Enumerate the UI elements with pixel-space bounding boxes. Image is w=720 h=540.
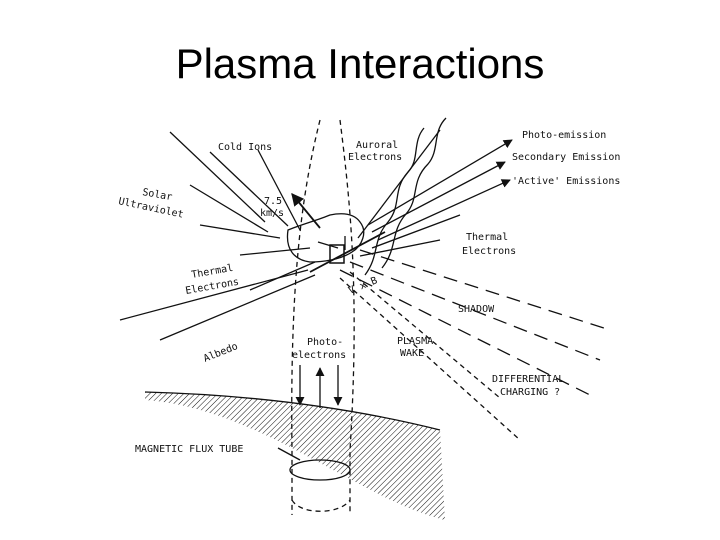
- active-emissions-arrow: [377, 179, 511, 241]
- thermal-left-line-1: [239, 247, 311, 256]
- label-auroral-2: Electrons: [348, 152, 402, 163]
- secondary-emission-arrow: [371, 161, 506, 233]
- thermal-right-line-1: [371, 214, 461, 249]
- solar-uv-line-1: [189, 184, 269, 233]
- label-shadow: SHADOW: [458, 304, 495, 315]
- label-diff-charging-2: CHARGING ?: [500, 387, 560, 398]
- flux-tube-right: [339, 119, 355, 515]
- label-solar-2: Ultraviolet: [117, 196, 184, 221]
- shadow-dash-1: [359, 249, 611, 331]
- label-photo-electrons-2: electrons: [292, 350, 346, 361]
- flux-tube-bottom: [291, 499, 351, 512]
- label-cold-ions: Cold Ions: [218, 142, 272, 153]
- surface-band: [145, 392, 445, 520]
- cold-ions-line-2: [209, 151, 289, 227]
- shadow-dash-3: [339, 269, 591, 396]
- auroral-line: [357, 129, 441, 239]
- thermal-left-line-2: [249, 261, 316, 291]
- solar-uv-line-2: [199, 224, 281, 239]
- flux-tube-left: [291, 119, 321, 515]
- label-thermal-right-1: Thermal: [466, 232, 508, 243]
- label-plasma-wake-1: PLASMA: [397, 336, 433, 347]
- slide-title: Plasma Interactions: [175, 40, 545, 87]
- diff-charging-dash: [349, 271, 501, 399]
- plasma-wake-dash: [339, 277, 521, 441]
- thermal-right-line-2: [359, 239, 441, 257]
- flux-tube-pointer: [277, 447, 301, 461]
- label-solar-1: Solar: [141, 187, 173, 203]
- label-velocity-2: km/s: [260, 208, 284, 219]
- spacecraft: [309, 231, 386, 273]
- albedo-line-2: [159, 274, 316, 341]
- velocity-arrow: [291, 193, 321, 229]
- label-thermal-right-2: Electrons: [462, 246, 516, 257]
- photo-emission-arrow: [367, 139, 513, 226]
- cold-ions-line-3: [257, 149, 301, 231]
- label-vxb: V x B: [347, 275, 379, 296]
- label-photo-emission: Photo-emission: [522, 130, 606, 141]
- spacecraft-body: [286, 213, 365, 263]
- label-active-emissions: 'Active' Emissions: [512, 176, 620, 187]
- label-velocity-1: 7.5: [264, 196, 282, 207]
- shadow-dash-2: [349, 261, 601, 361]
- label-auroral-1: Auroral: [356, 140, 398, 151]
- label-albedo: Albedo: [202, 341, 240, 365]
- label-photo-electrons-1: Photo-: [307, 337, 343, 348]
- surface-edge: [144, 391, 441, 431]
- cold-ions-line-1: [169, 131, 266, 223]
- auroral-wave-2: [381, 117, 447, 269]
- label-diff-charging-1: DIFFERENTIAL: [492, 374, 564, 385]
- label-plasma-wake-2: WAKE: [400, 348, 424, 359]
- label-flux-tube: MAGNETIC FLUX TUBE: [135, 444, 243, 455]
- flux-tube-ellipse: [289, 459, 351, 481]
- label-secondary-emission: Secondary Emission: [512, 152, 620, 163]
- auroral-wave-1: [364, 127, 425, 276]
- albedo-line-1: [119, 269, 309, 321]
